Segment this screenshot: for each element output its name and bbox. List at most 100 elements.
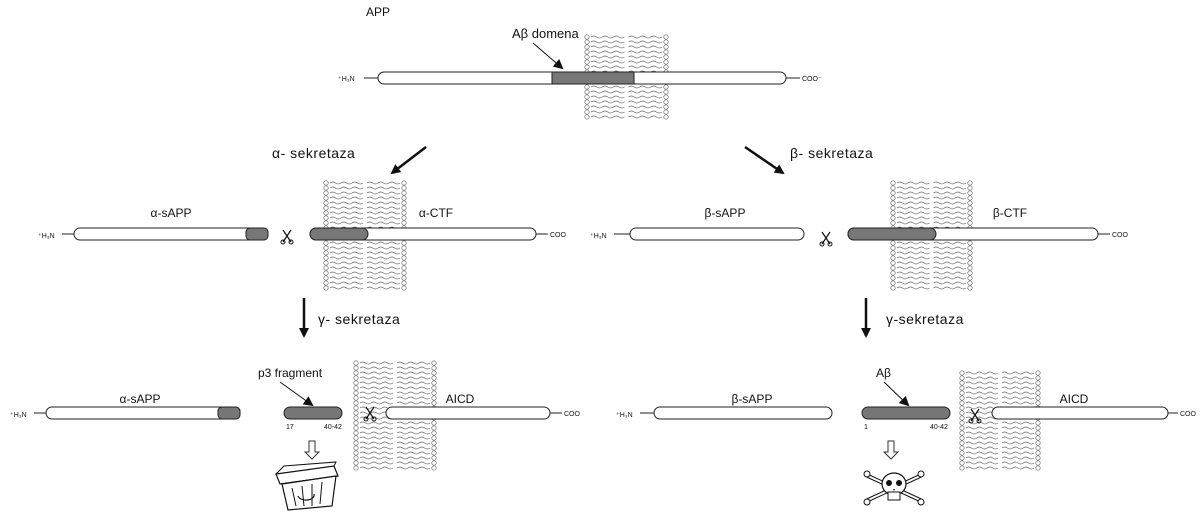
lipid-tail	[896, 181, 930, 185]
lipid-head	[353, 440, 359, 446]
lipid-tail	[359, 461, 394, 465]
beta-final-sapp-tube	[653, 406, 833, 420]
lipid-head	[967, 195, 973, 201]
lipid-head	[401, 265, 407, 271]
lipid-head	[663, 64, 669, 70]
lipid-tail	[965, 451, 999, 455]
alpha-sapp-tail	[245, 227, 269, 241]
lipid-head	[353, 405, 359, 411]
lipid-head	[353, 430, 359, 436]
lipid-tail	[628, 85, 663, 89]
lipid-tail	[329, 201, 364, 205]
lipid-tail	[896, 216, 930, 220]
lipid-tail	[933, 216, 967, 220]
lipid-tail	[396, 381, 431, 385]
lipid-head	[323, 220, 329, 226]
lipid-head	[890, 240, 896, 246]
lipid-head	[1035, 375, 1041, 381]
lipid-head	[1035, 440, 1041, 446]
lipid-head	[967, 250, 973, 256]
lipid-tail	[329, 271, 364, 275]
abeta-fragment-label: Aβ	[876, 366, 891, 380]
scissors-icon	[968, 408, 982, 424]
lipid-tail	[590, 85, 625, 89]
lipid-head	[959, 395, 965, 401]
abeta-domain-label: Aβ domena	[512, 26, 580, 41]
lipid-head	[967, 210, 973, 216]
lipid-tail	[329, 196, 364, 200]
lipid-head	[1035, 465, 1041, 471]
lipid-tail	[359, 366, 394, 370]
lipid-head	[323, 265, 329, 271]
app-full-protein: APP Aβ domena ⁺H₃N COO⁻	[338, 5, 822, 120]
lipid-head	[890, 215, 896, 221]
lipid-head	[1035, 400, 1041, 406]
lipid-head	[663, 54, 669, 60]
lipid-tail	[965, 426, 999, 430]
lipid-tail	[329, 186, 364, 190]
lipid-tail	[396, 446, 431, 450]
alpha-final-n-terminus-label: ⁺H₃N	[10, 412, 27, 419]
lipid-tail	[329, 241, 364, 245]
lipid-tail	[329, 206, 364, 210]
lipid-tail	[359, 381, 394, 385]
lipid-tail	[628, 100, 663, 104]
lipid-head	[663, 114, 669, 120]
lipid-tail	[933, 206, 967, 210]
lipid-tail	[329, 221, 364, 225]
lipid-head	[401, 210, 407, 216]
scissors-icon	[819, 231, 833, 247]
lipid-head	[663, 49, 669, 55]
lipid-head	[401, 205, 407, 211]
lipid-tail	[396, 431, 431, 435]
lipid-tail	[590, 35, 625, 39]
lipid-head	[890, 245, 896, 251]
alpha-final-products: ⁺H₃N α-sAPP p3 fragment 17 40-42 AICD CO…	[10, 360, 581, 511]
lipid-head	[401, 190, 407, 196]
lipid-head	[584, 49, 590, 55]
lipid-tail	[1001, 426, 1035, 430]
lipid-tail	[896, 256, 930, 260]
lipid-tail	[965, 431, 999, 435]
lipid-head	[663, 59, 669, 65]
lipid-tail	[366, 191, 401, 195]
lipid-tail	[396, 396, 431, 400]
lipid-tail	[329, 211, 364, 215]
lipid-head	[323, 260, 329, 266]
lipid-head	[967, 220, 973, 226]
lipid-head	[323, 215, 329, 221]
lipid-tail	[896, 206, 930, 210]
lipid-tail	[1001, 456, 1035, 460]
lipid-head	[323, 270, 329, 276]
lipid-tail	[896, 286, 930, 290]
lipid-tail	[1001, 431, 1035, 435]
lipid-tail	[366, 271, 401, 275]
lipid-head	[967, 255, 973, 261]
beta-cleavage-products: ⁺H₃N β-sAPP β-CTF COO	[590, 180, 1129, 291]
lipid-tail	[896, 196, 930, 200]
lipid-head	[323, 210, 329, 216]
lipid-tail	[359, 441, 394, 445]
lipid-head	[890, 280, 896, 286]
lipid-tail	[329, 191, 364, 195]
alpha-final-c-terminus-label: COO	[564, 411, 581, 418]
lipid-head	[323, 285, 329, 291]
lipid-tail	[933, 191, 967, 195]
lipid-head	[967, 275, 973, 281]
lipid-tail	[396, 366, 431, 370]
lipid-tail	[366, 286, 401, 290]
p3-fragment-end: 40-42	[324, 424, 342, 431]
lipid-tail	[896, 221, 930, 225]
lipid-head	[401, 240, 407, 246]
alpha-ctf-abeta	[309, 227, 369, 241]
lipid-tail	[590, 40, 625, 44]
lipid-head	[890, 285, 896, 291]
lipid-head	[967, 200, 973, 206]
lipid-tail	[628, 40, 663, 44]
lipid-head	[401, 180, 407, 186]
lipid-head	[401, 185, 407, 191]
lipid-head	[890, 205, 896, 211]
lipid-head	[431, 465, 437, 471]
lipid-head	[323, 185, 329, 191]
alpha-final-sapp-tube	[45, 406, 241, 420]
